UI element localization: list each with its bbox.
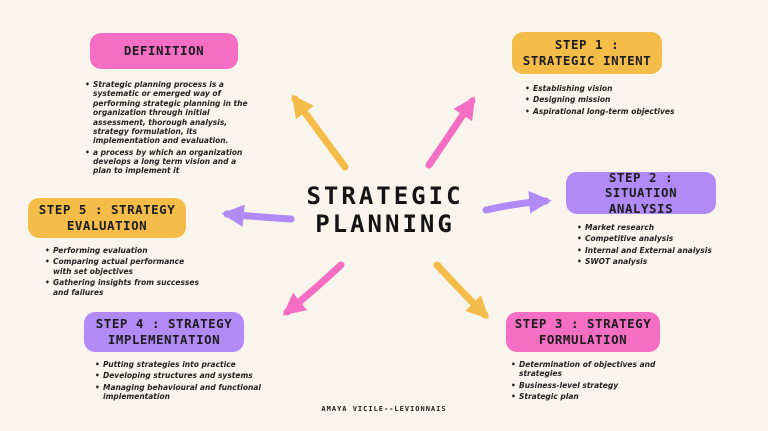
- bullet-item: a process by which an organization devel…: [84, 148, 252, 176]
- node-header-step-5: STEP 5 : STRATEGY EVALUATION: [28, 198, 186, 238]
- node-bullets-step-1: Establishing vision Designing mission As…: [524, 84, 686, 118]
- bullet-item: Managing behavioural and functional impl…: [94, 383, 264, 402]
- bullet-item: Business-level strategy: [510, 381, 675, 391]
- connector-arrow-step-3: [433, 261, 489, 319]
- bullet-item: SWOT analysis: [576, 257, 728, 267]
- author-credit: AMAYA VICILE--LEVIONNAIS: [321, 405, 447, 413]
- node-header-step-2: STEP 2 : SITUATION ANALYSIS: [566, 170, 716, 216]
- node-bullets-step-5: Performing evaluation Comparing actual p…: [44, 246, 204, 299]
- connector-arrow-step-4: [282, 261, 345, 316]
- node-bullets-step-2: Market research Competitive analysis Int…: [576, 223, 728, 269]
- node-header-definition: DEFINITION: [90, 33, 238, 69]
- central-topic-title: STRATEGIC PLANNING: [306, 182, 464, 238]
- connector-arrow-definition: [291, 94, 349, 171]
- node-bullets-definition: Strategic planning process is a systemat…: [84, 80, 252, 178]
- connector-arrow-step-5: [221, 204, 295, 227]
- bullet-item: Internal and External analysis: [576, 246, 728, 256]
- node-header-step-4: STEP 4 : STRATEGY IMPLEMENTATION: [84, 312, 244, 352]
- bullet-item: Determination of objectives and strategi…: [510, 360, 675, 379]
- node-bullets-step-4: Putting strategies into practice Develop…: [94, 360, 264, 404]
- bullet-item: Developing structures and systems: [94, 371, 264, 381]
- connector-arrow-step-2: [482, 190, 552, 214]
- bullet-item: Strategic planning process is a systemat…: [84, 80, 252, 146]
- bullet-item: Gathering insights from successes and fa…: [44, 278, 204, 297]
- node-header-step-3: STEP 3 : STRATEGY FORMULATION: [506, 312, 660, 352]
- bullet-item: Market research: [576, 223, 728, 233]
- bullet-item: Competitive analysis: [576, 234, 728, 244]
- bullet-item: Comparing actual performance with set ob…: [44, 257, 204, 276]
- bullet-item: Performing evaluation: [44, 246, 204, 256]
- connector-arrow-step-1: [425, 96, 476, 169]
- bullet-item: Establishing vision: [524, 84, 686, 94]
- bullet-item: Putting strategies into practice: [94, 360, 264, 370]
- node-header-step-1: STEP 1 : STRATEGIC INTENT: [512, 32, 662, 74]
- bullet-item: Designing mission: [524, 95, 686, 105]
- bullet-item: Aspirational long-term objectives: [524, 107, 686, 117]
- node-bullets-step-3: Determination of objectives and strategi…: [510, 360, 675, 404]
- bullet-item: Strategic plan: [510, 392, 675, 402]
